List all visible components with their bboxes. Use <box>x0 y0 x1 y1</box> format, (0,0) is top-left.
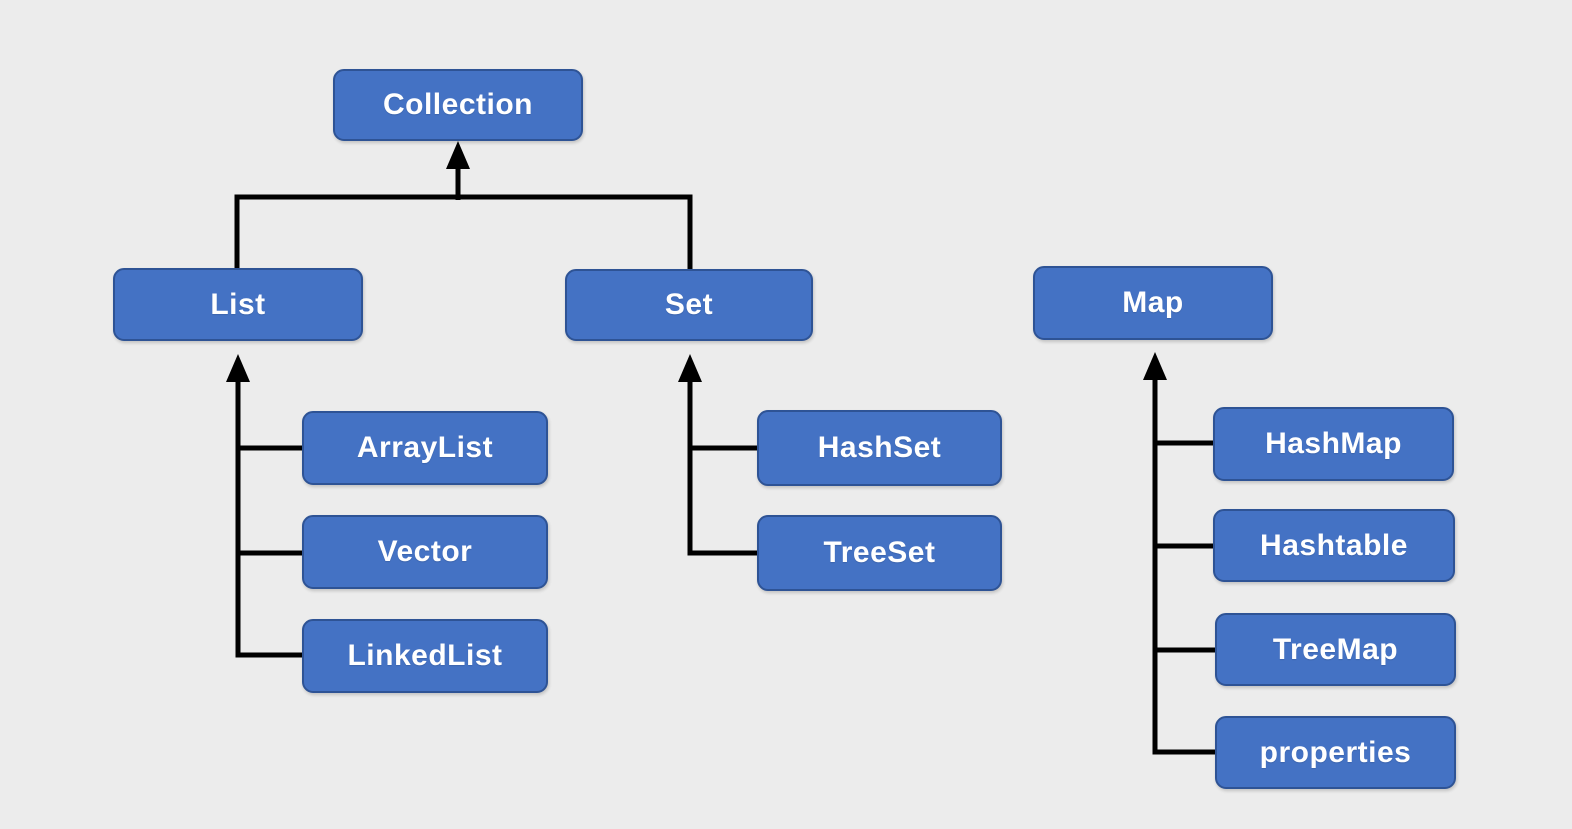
node-treemap: TreeMap <box>1215 613 1456 686</box>
edge-map-children <box>1152 375 1215 755</box>
edge-set-children <box>687 377 757 556</box>
node-hashset: HashSet <box>757 410 1002 486</box>
list-arrowhead-icon <box>226 354 250 382</box>
node-list: List <box>113 268 363 341</box>
node-vector: Vector <box>302 515 548 589</box>
set-tree-lines <box>687 377 757 556</box>
node-map: Map <box>1033 266 1273 340</box>
map-tree-lines <box>1152 375 1215 755</box>
node-linkedlist: LinkedList <box>302 619 548 693</box>
node-treeset: TreeSet <box>757 515 1002 591</box>
node-set: Set <box>565 269 813 341</box>
list-tree-lines <box>235 377 302 658</box>
collection-arrowhead-icon <box>446 141 470 169</box>
list-set-bracket <box>234 194 693 271</box>
map-arrowhead-icon <box>1143 352 1167 380</box>
node-hashtable: Hashtable <box>1213 509 1455 582</box>
set-arrowhead-icon <box>678 354 702 382</box>
edge-collection-to-list-set <box>234 164 693 271</box>
edge-list-children <box>235 377 302 658</box>
node-properties: properties <box>1215 716 1456 789</box>
node-hashmap: HashMap <box>1213 407 1454 481</box>
node-arraylist: ArrayList <box>302 411 548 485</box>
node-collection: Collection <box>333 69 583 141</box>
